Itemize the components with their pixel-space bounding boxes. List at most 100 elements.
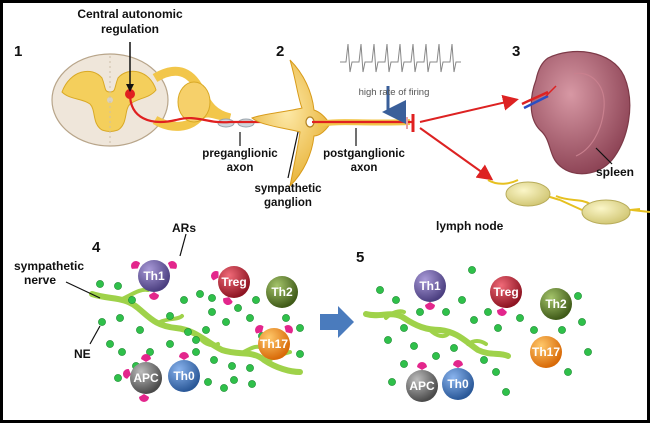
ne-dot [114, 282, 122, 290]
cell-th17-before: Th17 [255, 325, 293, 360]
cell-th2-after: Th2 [540, 288, 572, 320]
cell-label: APC [133, 371, 159, 385]
ne-dot [282, 314, 290, 322]
sympathetic-nerve-label-line2: nerve [24, 273, 56, 287]
ne-dot [296, 350, 304, 358]
ne-dot [494, 324, 502, 332]
cell-label: Th0 [447, 377, 469, 391]
panel-number-4: 4 [92, 239, 101, 256]
receptor-icon [123, 369, 131, 379]
ne-dot [204, 378, 212, 386]
cell-treg-after: Treg [490, 276, 522, 316]
cell-label: Th2 [545, 297, 567, 311]
cell-th0-before: Th0 [168, 352, 200, 392]
ne-dot [530, 326, 538, 334]
receptor-icon [131, 261, 141, 269]
ne-dot [584, 348, 592, 356]
panel-4-scene [89, 280, 304, 392]
ne-label: NE [74, 347, 91, 361]
ne-dot [208, 308, 216, 316]
ne-dot [470, 316, 478, 324]
ne-dot [98, 318, 106, 326]
ne-dot [246, 314, 254, 322]
lymph-node-illustration [487, 179, 650, 225]
ne-dot [234, 304, 242, 312]
ne-dot [578, 318, 586, 326]
ne-dot [484, 308, 492, 316]
receptor-icon [223, 297, 233, 305]
ne-dot [114, 374, 122, 382]
ne-dot [116, 314, 124, 322]
ne-dot [400, 324, 408, 332]
preganglionic-label-line1: preganglionic [202, 148, 278, 160]
ne-dot [230, 376, 238, 384]
ne-dot [384, 336, 392, 344]
ganglion-label-line2: ganglion [264, 197, 312, 209]
cell-label: Th1 [419, 279, 441, 293]
receptor-icon [139, 394, 149, 402]
receptor-icon [149, 292, 159, 300]
receptor-icon [417, 362, 427, 370]
ne-dot [416, 308, 424, 316]
ne-dot [400, 360, 408, 368]
arrow-to-lymph-node [419, 127, 494, 181]
ne-dot [196, 290, 204, 298]
cell-treg-before: Treg [211, 266, 250, 305]
ne-dot [220, 384, 228, 392]
ne-dot [202, 326, 210, 334]
firing-label: high rate of firing [359, 87, 430, 98]
receptor-icon [497, 308, 507, 316]
ne-dot [432, 352, 440, 360]
central-label-line2: regulation [101, 22, 159, 36]
ne-dot [184, 328, 192, 336]
firing-trace [340, 43, 461, 124]
panel-number-1: 1 [14, 43, 22, 60]
ne-dot [410, 342, 418, 350]
ne-dot [180, 296, 188, 304]
ne-dot [208, 294, 216, 302]
ne-dot [480, 356, 488, 364]
ne-dot [106, 340, 114, 348]
ne-dot [128, 296, 136, 304]
ne-dot [574, 292, 582, 300]
panel-number-3: 3 [512, 43, 520, 60]
ne-dot [166, 312, 174, 320]
spleen-pointer [595, 147, 613, 165]
ne-dot [228, 362, 236, 370]
cell-label: Treg [221, 275, 246, 289]
ne-dot [192, 336, 200, 344]
ne-dot [96, 280, 104, 288]
arrow-to-spleen [419, 94, 519, 123]
ne-dot [136, 326, 144, 334]
cell-label: Th17 [260, 337, 288, 351]
cell-th1-after: Th1 [414, 270, 446, 310]
ne-dot [376, 286, 384, 294]
ne-dot [210, 356, 218, 364]
panel-5-scene [363, 266, 592, 396]
sympathetic-nerve-label-line1: sympathetic [14, 259, 84, 273]
ne-dot [502, 388, 510, 396]
receptor-icon [425, 302, 435, 310]
ne-dot [392, 296, 400, 304]
ars-pointer [179, 233, 187, 257]
cell-th0-after: Th0 [442, 360, 474, 400]
central-label-line1: Central autonomic [77, 7, 183, 21]
ne-dots-right [376, 266, 592, 396]
cell-th17-after: Th17 [530, 336, 562, 368]
ars-label: ARs [172, 221, 196, 235]
ne-dot [442, 308, 450, 316]
receptor-icon [453, 360, 463, 368]
ne-dot [564, 368, 572, 376]
cell-th2-before: Th2 [266, 276, 298, 308]
cell-label: Th0 [173, 369, 195, 383]
ne-dot [248, 380, 256, 388]
cell-label: Treg [493, 285, 518, 299]
receptor-icon [167, 261, 177, 269]
panel-number-5: 5 [356, 249, 364, 266]
ne-dot [296, 324, 304, 332]
ne-dot [146, 348, 154, 356]
cell-label: Th1 [143, 269, 165, 283]
cell-th1-before: Th1 [131, 260, 177, 300]
sympathetic-ganglion-body [251, 59, 415, 188]
